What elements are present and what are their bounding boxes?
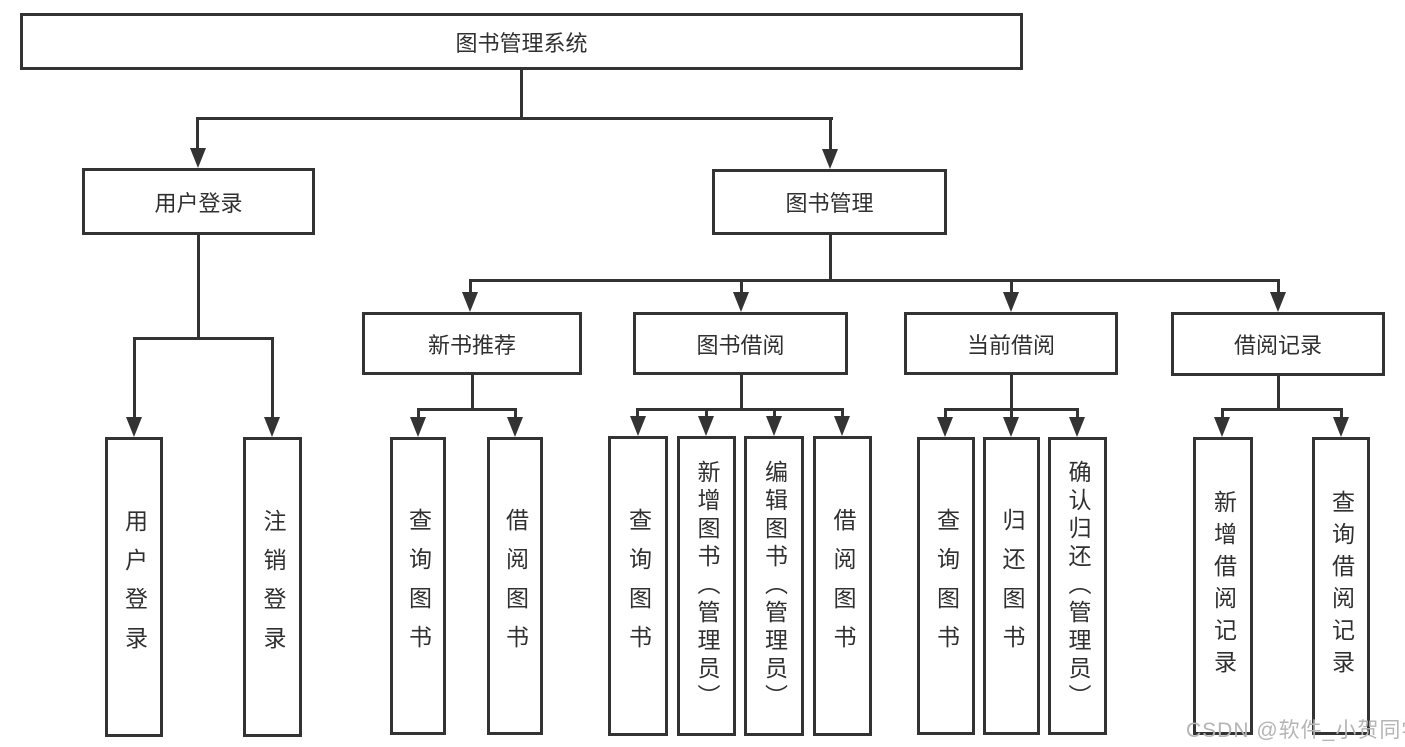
connector-line (636, 408, 843, 411)
connector-line (740, 375, 743, 408)
node-leaf-add-borrow-record: 新增借阅记录 (1193, 437, 1253, 735)
connector-line (636, 408, 639, 420)
connector-line (1221, 408, 1343, 411)
node-book-borrow: 图书借阅 (633, 312, 848, 375)
node-leaf-add-book-admin: 新增图书（管理员） (677, 436, 736, 736)
connector-line (1277, 376, 1280, 408)
connector-line (773, 408, 776, 420)
arrowhead-down-icon (1003, 417, 1019, 437)
connector-line (1221, 408, 1224, 420)
arrowhead-down-icon (507, 417, 523, 437)
node-new-book-recommend: 新书推荐 (362, 312, 582, 375)
arrowhead-down-icon (834, 416, 850, 436)
node-leaf-query-borrow-record: 查询借阅记录 (1312, 437, 1370, 735)
connector-line (514, 408, 517, 420)
connector-line (1010, 279, 1013, 296)
connector-line (417, 408, 517, 411)
arrowhead-down-icon (822, 149, 838, 169)
arrowhead-down-icon (1214, 417, 1230, 437)
node-current-borrow: 当前借阅 (904, 312, 1118, 375)
node-leaf-borrow-books-recommend: 借阅图书 (487, 437, 543, 735)
node-borrow-records: 借阅记录 (1171, 312, 1385, 376)
arrowhead-down-icon (766, 416, 782, 436)
node-leaf-query-books-recommend: 查询图书 (390, 437, 446, 735)
node-leaf-query-books-borrow: 查询图书 (608, 436, 668, 736)
node-leaf-query-books-current: 查询图书 (917, 437, 975, 735)
connector-line (740, 279, 743, 296)
csdn-watermark: CSDN @软件_小贺同学 (1186, 719, 1405, 742)
connector-line (469, 279, 472, 296)
arrowhead-down-icon (264, 417, 280, 437)
connector-line (197, 235, 200, 338)
connector-line (196, 117, 199, 153)
connector-line (471, 375, 474, 408)
arrowhead-down-icon (126, 417, 142, 437)
node-leaf-edit-book-admin: 编辑图书（管理员） (744, 436, 804, 736)
arrowhead-down-icon (1333, 417, 1349, 437)
arrowhead-down-icon (1003, 292, 1019, 312)
connector-line (1010, 375, 1013, 408)
node-leaf-user-login: 用户登录 (105, 437, 163, 737)
connector-line (1010, 408, 1013, 420)
arrowhead-down-icon (1270, 292, 1286, 312)
node-user-login: 用户登录 (82, 168, 315, 235)
connector-line (1277, 279, 1280, 296)
node-leaf-borrow-book: 借阅图书 (813, 436, 872, 736)
node-system-root: 图书管理系统 (20, 13, 1023, 70)
arrowhead-down-icon (410, 417, 426, 437)
connector-line (133, 337, 274, 340)
arrowhead-down-icon (733, 292, 749, 312)
connector-line (705, 408, 708, 420)
connector-line (944, 408, 947, 420)
connector-line (841, 408, 844, 420)
node-leaf-confirm-return-admin: 确认归还（管理员） (1048, 437, 1107, 735)
connector-line (520, 68, 523, 118)
node-book-management: 图书管理 (712, 169, 947, 235)
connector-line (133, 337, 136, 420)
arrowhead-down-icon (190, 148, 206, 168)
connector-line (1076, 408, 1079, 420)
connector-line (829, 235, 832, 280)
connector-line (1340, 408, 1343, 420)
node-leaf-return-book: 归还图书 (983, 437, 1040, 735)
node-leaf-logout: 注销登录 (243, 437, 302, 737)
arrowhead-down-icon (630, 416, 646, 436)
connector-line (417, 408, 420, 420)
arrowhead-down-icon (937, 417, 953, 437)
connector-line (196, 117, 833, 120)
arrowhead-down-icon (462, 292, 478, 312)
connector-line (829, 117, 832, 153)
arrowhead-down-icon (1069, 417, 1085, 437)
connector-line (469, 279, 1280, 282)
arrowhead-down-icon (698, 416, 714, 436)
connector-line (271, 337, 274, 420)
